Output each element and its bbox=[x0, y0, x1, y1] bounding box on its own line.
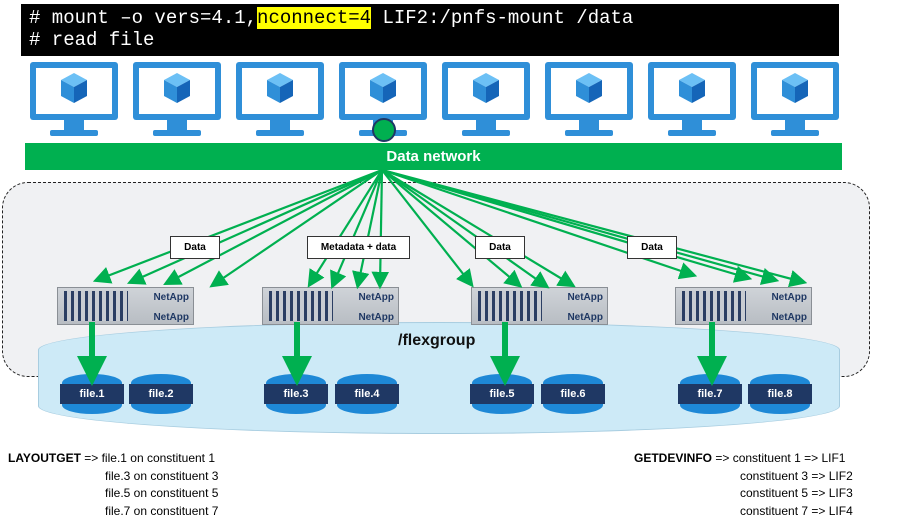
file-label: file.7 bbox=[678, 384, 742, 404]
netapp-logo: NetApp bbox=[567, 292, 603, 303]
file-label: file.6 bbox=[541, 384, 605, 404]
file-volume-8: file.8 bbox=[748, 374, 812, 416]
netapp-logo: NetApp bbox=[358, 312, 394, 323]
cube-icon bbox=[576, 73, 602, 103]
file-label: file.2 bbox=[129, 384, 193, 404]
file-label: file.4 bbox=[335, 384, 399, 404]
data-flow-arrow bbox=[381, 168, 698, 280]
file-volume-2: file.2 bbox=[129, 374, 193, 416]
getdevinfo-block: GETDEVINFO => constituent 1 => LIF1 bbox=[634, 451, 845, 465]
layoutget-line-2: file.3 on constituent 3 bbox=[105, 469, 219, 483]
data-flow-arrow bbox=[330, 169, 384, 290]
terminal: # mount –o vers=4.1,nconnect=4 LIF2:/pnf… bbox=[21, 4, 839, 56]
data-flow-arrow bbox=[126, 168, 383, 285]
label-data-3: Data bbox=[627, 236, 677, 259]
getdevinfo-keyword: GETDEVINFO bbox=[634, 451, 713, 465]
netapp-logo: NetApp bbox=[358, 292, 394, 303]
label-metadata-data: Metadata + data bbox=[307, 236, 410, 259]
data-flow-arrow bbox=[163, 169, 383, 286]
layoutget-line-3: file.5 on constituent 5 bbox=[105, 486, 219, 500]
command-line-1-suffix: LIF2:/pnfs-mount /data bbox=[371, 7, 634, 29]
data-flow-arrow bbox=[381, 169, 576, 288]
file-label: file.3 bbox=[264, 384, 328, 404]
getdevinfo-line-2: constituent 3 => LIF2 bbox=[740, 469, 853, 483]
netapp-logo: NetApp bbox=[771, 292, 807, 303]
netapp-logo: NetApp bbox=[567, 312, 603, 323]
command-line-1-prefix: # mount –o vers=4.1, bbox=[29, 7, 258, 29]
file-label: file.8 bbox=[748, 384, 812, 404]
file-volume-6: file.6 bbox=[541, 374, 605, 416]
command-line-2: # read file bbox=[29, 29, 155, 51]
cube-icon bbox=[679, 73, 705, 103]
data-flow-arrow bbox=[307, 169, 383, 288]
cube-icon bbox=[267, 73, 293, 103]
data-flow-arrow bbox=[371, 169, 390, 290]
data-flow-arrow bbox=[381, 168, 808, 288]
label-data-2: Data bbox=[475, 236, 525, 259]
getdevinfo-line-1: => constituent 1 => LIF1 bbox=[715, 451, 846, 465]
data-flow-arrow bbox=[381, 169, 523, 288]
netapp-logo: NetApp bbox=[153, 292, 189, 303]
layoutget-keyword: LAYOUTGET bbox=[8, 451, 81, 465]
label-data-1: Data bbox=[170, 236, 220, 259]
getdevinfo-line-4: constituent 7 => LIF4 bbox=[740, 504, 853, 518]
data-flow-arrow bbox=[209, 169, 383, 288]
cube-icon bbox=[164, 73, 190, 103]
data-flow-arrow bbox=[352, 169, 384, 290]
cube-icon bbox=[61, 73, 87, 103]
nconnect-highlight: nconnect=4 bbox=[257, 7, 372, 29]
getdevinfo-line-3: constituent 5 => LIF3 bbox=[740, 486, 853, 500]
file-label: file.5 bbox=[470, 384, 534, 404]
data-network-bar: Data network bbox=[25, 143, 842, 170]
layoutget-block: LAYOUTGET => file.1 on constituent 1 bbox=[8, 451, 215, 465]
cube-icon bbox=[473, 73, 499, 103]
file-label: file.1 bbox=[60, 384, 124, 404]
data-flow-arrow bbox=[92, 168, 383, 284]
netapp-logo: NetApp bbox=[153, 312, 189, 323]
network-hub-dot bbox=[372, 118, 396, 142]
flexgroup-title: /flexgroup bbox=[398, 332, 476, 349]
data-flow-arrow bbox=[381, 169, 550, 289]
file-volume-4: file.4 bbox=[335, 374, 399, 416]
data-flow-arrow bbox=[381, 169, 474, 288]
netapp-logo: NetApp bbox=[771, 312, 807, 323]
cube-icon bbox=[782, 73, 808, 103]
layoutget-line-4: file.7 on constituent 7 bbox=[105, 504, 219, 518]
cube-icon bbox=[370, 73, 396, 103]
layoutget-line-1: => file.1 on constituent 1 bbox=[84, 451, 216, 465]
